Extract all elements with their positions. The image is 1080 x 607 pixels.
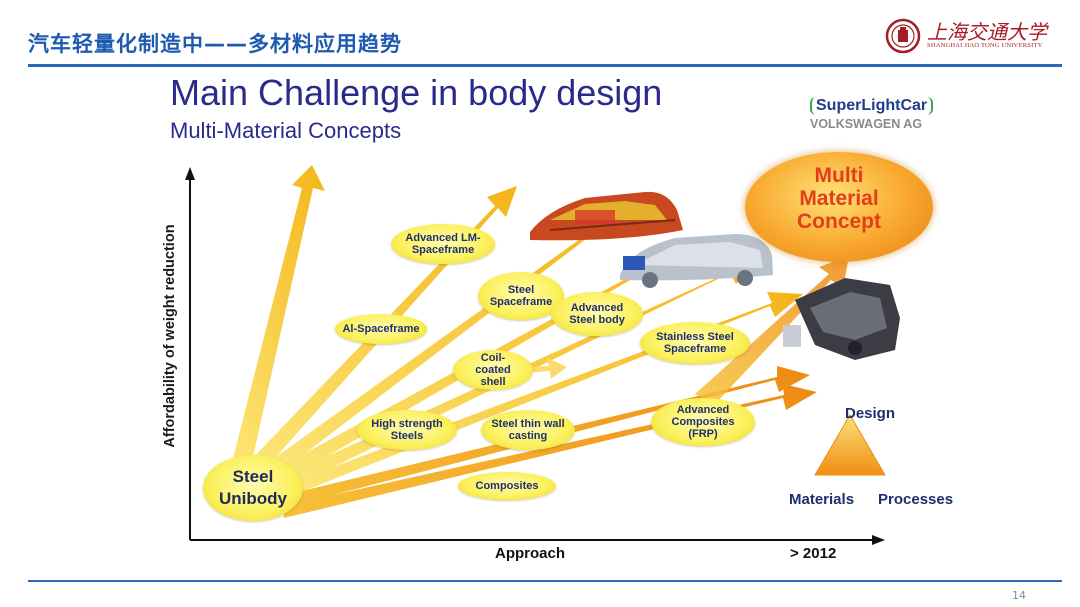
goal-line-1: Multi xyxy=(814,164,864,187)
y-axis-arrowhead xyxy=(185,167,195,180)
arrow-al-spaceframe xyxy=(230,165,325,470)
triangle-label-design: Design xyxy=(845,405,896,422)
car-body-composite-image xyxy=(783,278,900,360)
car-body-steel-image xyxy=(620,234,773,288)
node-composites: Composites xyxy=(458,472,556,500)
figure-subtitle: Multi-Material Concepts xyxy=(170,118,402,143)
university-logo: 上海交通大学 SHANGHAI JIAO TONG UNIVERSITY xyxy=(885,16,1060,56)
header-divider xyxy=(28,64,1062,67)
x-axis-end-label: > 2012 xyxy=(790,545,837,562)
triangle-label-processes: Processes xyxy=(878,491,954,508)
y-axis-label: Affordability of weight reduction xyxy=(162,224,178,448)
footer-divider xyxy=(28,580,1062,582)
logo-chinese-name: 上海交通大学 xyxy=(927,20,1047,44)
superlightcar-brand: SuperLightCar xyxy=(810,97,934,115)
node-high-strength-steels: High strength Steels xyxy=(357,410,457,450)
node-advanced-composites: Advanced Composites (FRP) xyxy=(651,398,755,446)
multi-material-concept-goal: Multi Material Concept xyxy=(745,152,933,262)
x-axis-arrowhead xyxy=(872,535,885,545)
superlightcar-logo: SuperLightCar VOLKSWAGEN AG xyxy=(810,95,960,131)
node-coil-coated-shell: Coil-coated shell xyxy=(453,350,533,390)
node-steel-thin-wall-casting: Steel thin wall casting xyxy=(481,410,575,450)
logo-english-name: SHANGHAI JIAO TONG UNIVERSITY xyxy=(927,42,1043,49)
goal-line-2: Material xyxy=(799,187,879,210)
car-body-red-spaceframe-image xyxy=(530,191,683,241)
x-axis-label: Approach xyxy=(495,545,566,562)
university-seal-icon xyxy=(885,18,921,54)
arrow-to-multi-material xyxy=(695,256,849,404)
figure-title: Main Challenge in body design xyxy=(170,72,663,113)
node-steel-spaceframe: Steel Spaceframe xyxy=(478,272,564,320)
node-stainless-steel-spaceframe: Stainless Steel Spaceframe xyxy=(640,322,750,364)
node-steel-unibody: Steel Unibody xyxy=(203,455,303,521)
goal-line-3: Concept xyxy=(797,210,881,233)
multi-material-diagram: Main Challenge in body design Multi-Mate… xyxy=(155,70,985,575)
page-number: 14 xyxy=(1012,589,1026,602)
volkswagen-label: VOLKSWAGEN AG xyxy=(810,117,923,131)
node-advanced-steel-body: Advanced Steel body xyxy=(551,292,643,336)
design-triangle xyxy=(814,414,886,476)
node-al-spaceframe: Al-Spaceframe xyxy=(335,314,427,344)
slide-title: 汽车轻量化制造中——多材料应用趋势 xyxy=(28,32,402,56)
triangle-label-materials: Materials xyxy=(789,491,855,508)
node-advanced-lm-spaceframe: Advanced LM-Spaceframe xyxy=(391,224,495,264)
